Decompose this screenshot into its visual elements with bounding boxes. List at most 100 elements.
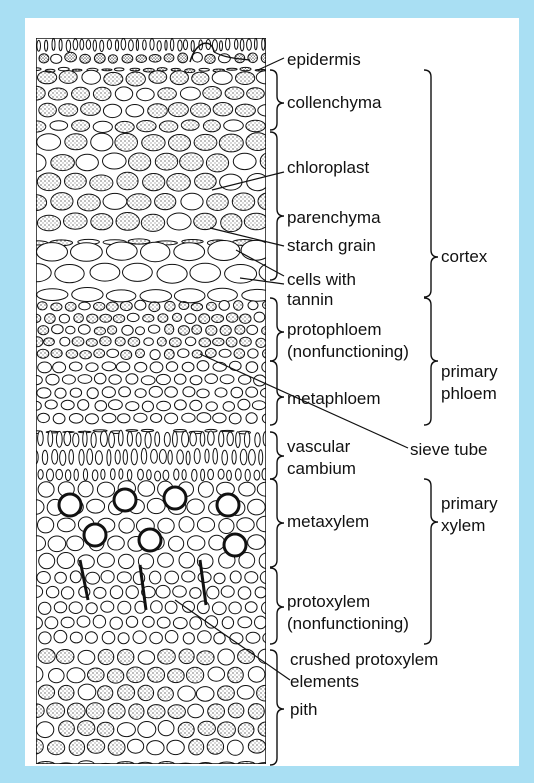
plant-cell (167, 740, 184, 754)
plant-cell (167, 174, 191, 192)
plant-cell (138, 481, 155, 497)
plant-cell (263, 349, 273, 358)
plant-cell (48, 536, 66, 552)
plant-cell (108, 703, 125, 719)
plant-cell (190, 400, 202, 410)
plant-cell (233, 153, 256, 169)
plant-cell (248, 667, 265, 683)
brace-metaxylem (270, 479, 284, 567)
plant-cell (30, 39, 34, 50)
plant-cell (237, 686, 254, 700)
plant-cell (262, 38, 265, 50)
plant-cell (167, 213, 191, 230)
plant-cell (219, 134, 243, 152)
plant-cell (136, 39, 138, 50)
plant-cell (103, 193, 127, 209)
plant-cell (208, 288, 238, 302)
plant-cell (109, 375, 121, 385)
xylem-vessel (84, 524, 106, 546)
plant-cell (173, 618, 187, 629)
plant-cell (208, 667, 225, 681)
plant-cell (136, 349, 145, 358)
plant-cell (138, 685, 154, 700)
plant-cell (97, 482, 114, 497)
plant-cell (262, 469, 267, 480)
plant-cell (141, 376, 155, 385)
label-protophloem-1: protophloem (287, 320, 382, 340)
plant-cell (85, 414, 98, 424)
plant-cell (28, 430, 34, 445)
plant-cell (38, 362, 52, 373)
plant-cell (164, 432, 170, 446)
plant-cell (121, 350, 132, 359)
plant-cell (147, 498, 165, 513)
plant-cell (268, 450, 273, 465)
plant-cell (240, 39, 244, 51)
plant-cell (190, 617, 202, 630)
plant-cell (107, 349, 119, 357)
plant-cell (95, 401, 107, 411)
xylem-vessel (139, 529, 161, 551)
label-protophloem-2: (nonfunctioning) (287, 342, 409, 362)
plant-cell (87, 314, 98, 323)
plant-cell (3, 240, 34, 260)
plant-cell (97, 722, 114, 736)
plant-cell (150, 350, 160, 360)
plant-cell (115, 450, 120, 464)
plant-cell (201, 469, 205, 481)
plant-cell (37, 215, 60, 231)
plant-cell (30, 314, 41, 323)
plant-cell (92, 470, 98, 481)
plant-cell (38, 302, 48, 310)
plant-cell (208, 469, 214, 479)
plant-cell (235, 469, 241, 480)
plant-cell (117, 723, 135, 737)
plant-cell (258, 105, 277, 117)
plant-cell (64, 431, 71, 445)
brace-cortex (424, 70, 438, 297)
plant-cell (86, 703, 104, 719)
plant-cell (190, 263, 221, 282)
plant-cell (126, 616, 137, 627)
plant-cell (87, 739, 104, 753)
plant-cell (174, 374, 186, 384)
plant-cell (199, 314, 210, 324)
plant-cell (213, 338, 224, 346)
plant-cell (166, 362, 177, 372)
plant-cell (82, 70, 101, 84)
plant-cell (235, 39, 238, 49)
plant-cell (136, 327, 145, 335)
plant-cell (52, 450, 58, 465)
plant-cell (90, 263, 120, 281)
plant-cell (236, 432, 241, 448)
plant-cell (44, 338, 55, 346)
plant-cell (226, 38, 230, 50)
plant-cell (49, 669, 65, 683)
plant-cell (231, 387, 243, 398)
plant-cell (103, 104, 121, 117)
plant-cell (137, 121, 156, 132)
plant-cell (206, 154, 228, 172)
plant-cell (240, 449, 247, 465)
plant-cell (51, 349, 62, 358)
plant-cell (170, 39, 173, 51)
plant-cell (255, 38, 258, 50)
plant-cell (86, 339, 97, 347)
plant-cell (19, 721, 35, 735)
plant-cell (213, 413, 226, 423)
plant-cell (115, 121, 134, 132)
xylem-vessel (217, 494, 239, 516)
plant-cell (238, 399, 250, 410)
plant-cell (262, 414, 274, 424)
plant-cell (238, 649, 255, 663)
plant-cell (156, 374, 170, 384)
plant-cell (93, 87, 111, 100)
plant-cell (188, 536, 205, 551)
plant-cell (138, 651, 154, 665)
plant-cell (25, 195, 47, 211)
plant-cell (93, 121, 112, 132)
plant-cell (249, 450, 256, 466)
plant-cell (190, 432, 197, 446)
plant-cell (38, 649, 55, 664)
